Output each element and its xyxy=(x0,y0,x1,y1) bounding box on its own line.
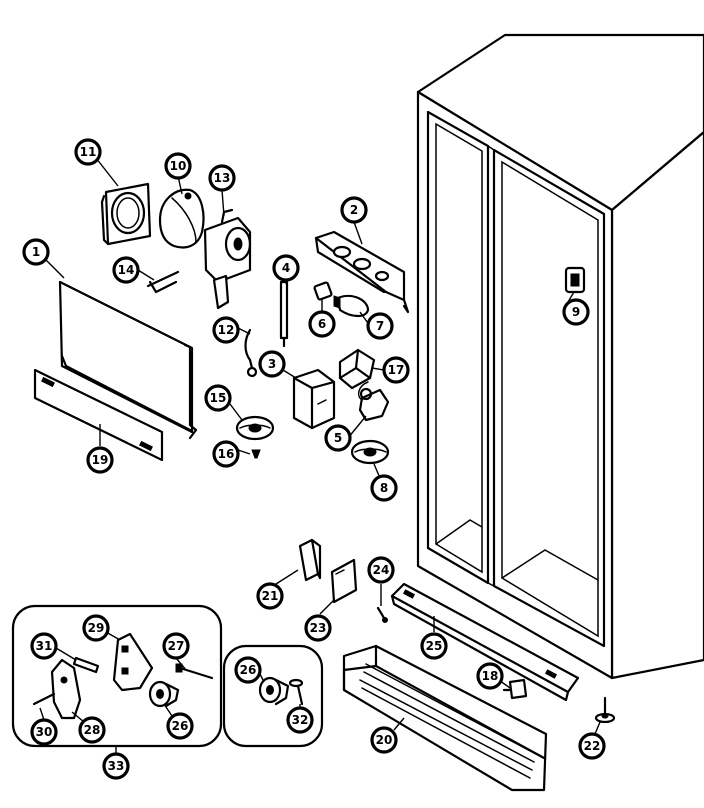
hinge-cam-group xyxy=(222,644,324,748)
callout-26a: 26 xyxy=(166,712,194,740)
callout-2-label: 2 xyxy=(350,203,358,217)
fan-motor-part-13 xyxy=(203,208,252,310)
evaporator-cover-part-1 xyxy=(58,280,198,440)
callout-29-label: 29 xyxy=(88,621,105,635)
callout-21-label: 21 xyxy=(262,589,279,603)
callout-32-label: 32 xyxy=(292,713,309,727)
callout-17-label: 17 xyxy=(388,363,405,377)
callout-20: 20 xyxy=(370,726,398,754)
leveling-leg-part-22 xyxy=(594,696,616,724)
callout-31: 31 xyxy=(30,632,58,660)
callout-18-label: 18 xyxy=(482,669,499,683)
callout-16-label: 16 xyxy=(218,447,235,461)
hinge-leader-lines xyxy=(39,631,301,754)
rail-part-25 xyxy=(390,582,580,702)
callout-21: 21 xyxy=(256,582,284,610)
callout-23: 23 xyxy=(304,614,332,642)
callout-23-label: 23 xyxy=(310,621,327,635)
grille-part-19 xyxy=(33,368,164,462)
callout-5-label: 5 xyxy=(334,431,342,445)
control-box-part-3 xyxy=(292,368,336,430)
screw-part-24 xyxy=(376,606,388,623)
callout-28-label: 28 xyxy=(84,723,101,737)
screw-part-16 xyxy=(251,449,261,459)
hinge-group-33 xyxy=(11,604,223,748)
callout-7-label: 7 xyxy=(376,319,384,333)
callout-20-label: 20 xyxy=(376,733,393,747)
callout-19: 19 xyxy=(86,446,114,474)
switch-part-9 xyxy=(564,266,586,294)
callout-2: 2 xyxy=(340,196,368,224)
callout-6-label: 6 xyxy=(318,317,326,331)
callout-10-label: 10 xyxy=(170,159,187,173)
callout-22: 22 xyxy=(578,732,606,760)
plate-part-23 xyxy=(330,558,358,604)
bracket-part-21 xyxy=(298,538,322,582)
callout-12-label: 12 xyxy=(218,323,235,337)
callout-3: 3 xyxy=(258,350,286,378)
callout-24: 24 xyxy=(367,556,395,584)
fan-shroud-part-11 xyxy=(100,182,152,246)
callout-1-label: 1 xyxy=(32,245,40,259)
callout-15: 15 xyxy=(204,384,232,412)
callout-5: 5 xyxy=(324,424,352,452)
callout-6: 6 xyxy=(308,310,336,338)
callout-8-label: 8 xyxy=(380,481,388,495)
callout-12: 12 xyxy=(212,316,240,344)
callout-8: 8 xyxy=(370,474,398,502)
callout-25-label: 25 xyxy=(426,639,443,653)
callout-11: 11 xyxy=(74,138,102,166)
callout-27-label: 27 xyxy=(168,639,185,653)
callout-4-label: 4 xyxy=(282,261,290,275)
bracket-part-2 xyxy=(314,230,410,314)
damper-control-part-17 xyxy=(338,348,376,390)
callout-26b-label: 26 xyxy=(240,663,257,677)
callout-15-label: 15 xyxy=(210,391,227,405)
sensor-part-4 xyxy=(279,280,289,348)
leader-lines xyxy=(39,157,601,735)
clip-part-18 xyxy=(502,678,528,700)
callout-1: 1 xyxy=(22,238,50,266)
toe-grille-part-20 xyxy=(342,644,548,792)
callout-10: 10 xyxy=(164,152,192,180)
callout-11-label: 11 xyxy=(80,145,97,159)
thermostat-part-12 xyxy=(244,328,258,378)
callout-24-label: 24 xyxy=(373,563,390,577)
callout-33-label: 33 xyxy=(108,759,125,773)
callout-30: 30 xyxy=(30,718,58,746)
relay-part-5 xyxy=(357,381,390,422)
bulb-part-7 xyxy=(333,294,370,318)
callout-7: 7 xyxy=(366,312,394,340)
callout-33: 33 xyxy=(102,752,130,780)
callout-4: 4 xyxy=(272,254,300,282)
callout-26b: 26 xyxy=(234,656,262,684)
socket-part-6 xyxy=(313,281,333,301)
callout-22-label: 22 xyxy=(584,739,601,753)
callout-13: 13 xyxy=(208,164,236,192)
fan-guard-part-10 xyxy=(158,188,205,249)
callout-26a-label: 26 xyxy=(172,719,189,733)
callout-27: 27 xyxy=(162,632,190,660)
callout-17: 17 xyxy=(382,356,410,384)
callout-13-label: 13 xyxy=(214,171,231,185)
callout-31-label: 31 xyxy=(36,639,53,653)
callout-14-label: 14 xyxy=(118,263,135,277)
fan-blade-part-8 xyxy=(350,439,390,465)
callout-28: 28 xyxy=(78,716,106,744)
callout-9: 9 xyxy=(562,298,590,326)
clip-part-14 xyxy=(146,270,180,294)
callout-29: 29 xyxy=(82,614,110,642)
callout-9-label: 9 xyxy=(572,305,580,319)
callout-16: 16 xyxy=(212,440,240,468)
callout-14: 14 xyxy=(112,256,140,284)
callout-25: 25 xyxy=(420,632,448,660)
callout-32: 32 xyxy=(286,706,314,734)
callout-19-label: 19 xyxy=(92,453,109,467)
fan-blade-part-15 xyxy=(235,415,275,441)
refrigerator-cabinet xyxy=(416,33,704,680)
callout-3-label: 3 xyxy=(268,357,276,371)
callout-18: 18 xyxy=(476,662,504,690)
callout-30-label: 30 xyxy=(36,725,53,739)
